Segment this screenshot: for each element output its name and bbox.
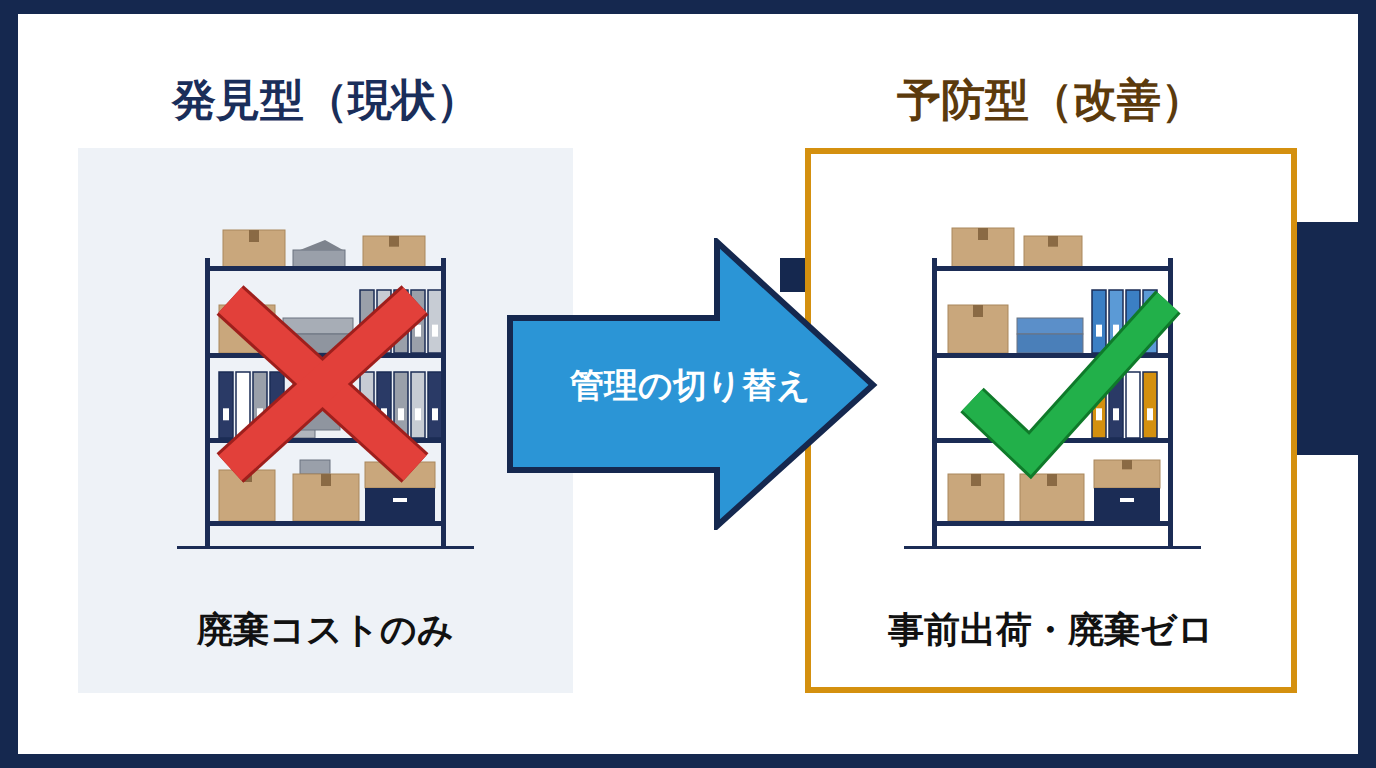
side-tab xyxy=(1297,222,1358,455)
state-panel: 発見型（現状）廃棄コストのみ xyxy=(78,148,573,693)
panel-caption: 廃棄コストのみ xyxy=(197,608,454,651)
panel-heading: 予防型（改善） xyxy=(897,74,1205,127)
panel-caption: 事前出荷・廃棄ゼロ xyxy=(888,608,1214,651)
transition-arrow: 管理の切り替え xyxy=(505,238,880,530)
arrow-outline xyxy=(510,242,873,526)
panel-heading: 発見型（現状） xyxy=(172,74,480,127)
canvas xyxy=(18,14,1358,754)
arrow-label: 管理の切り替え xyxy=(570,365,811,406)
state-panel: 予防型（改善）事前出荷・廃棄ゼロ xyxy=(805,148,1297,693)
